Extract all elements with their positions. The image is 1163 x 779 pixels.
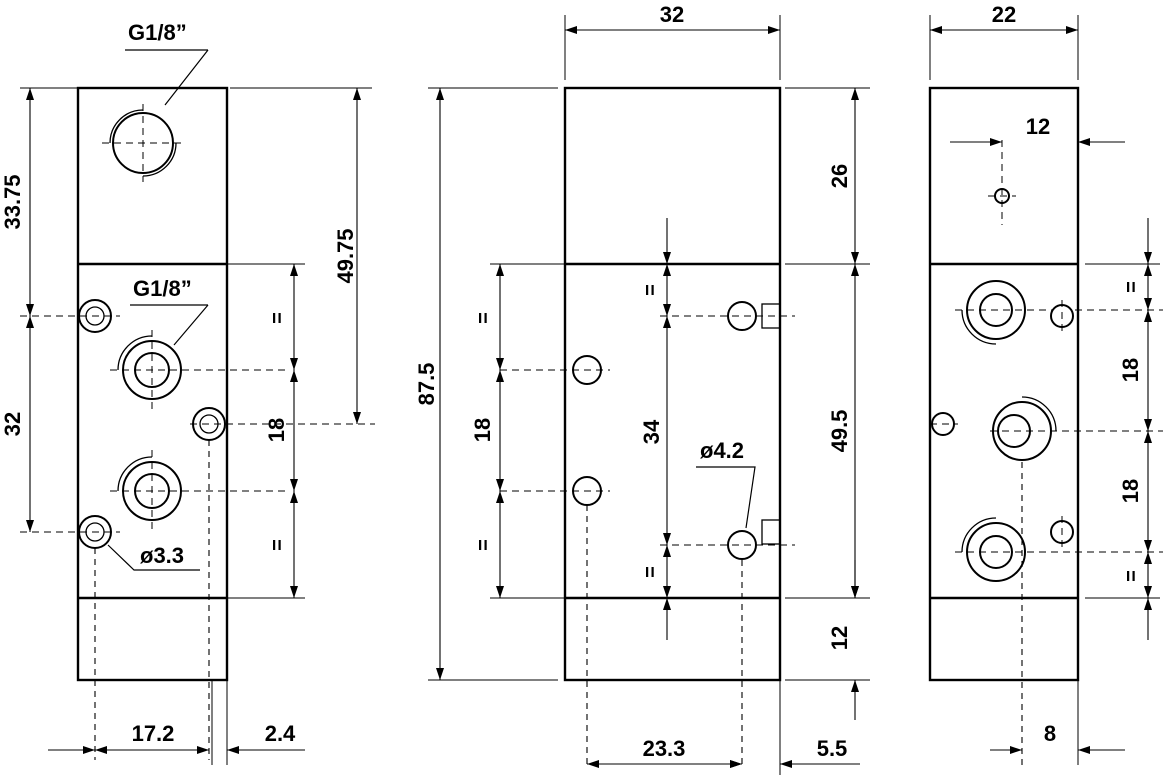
left-top-thread-label: G1/8” (128, 20, 187, 45)
right-small-hole-upper (1050, 300, 1074, 332)
right-dim-22: 22 (992, 2, 1016, 27)
right-eq-upper: = (1121, 281, 1143, 293)
left-dim-18: 18 (264, 418, 289, 442)
left-dim-32: 32 (0, 412, 25, 436)
right-small-hole-left (930, 412, 958, 436)
left-mid-port-lower (110, 450, 290, 530)
middle-dim-23-3: 23.3 (643, 736, 686, 761)
middle-right-hole-upper (660, 301, 795, 331)
left-eq-lower: = (267, 539, 289, 551)
left-dim-33-75: 33.75 (0, 174, 25, 229)
right-dim-18-upper: 18 (1118, 358, 1143, 382)
left-hole-dia-label: ø3.3 (140, 543, 184, 568)
middle-hole-dia-label: ø4.2 (700, 438, 744, 463)
middle-left-hole-lower (500, 476, 610, 506)
left-mid-port-upper (110, 330, 290, 410)
right-dim-12: 12 (1026, 114, 1050, 139)
middle-dim-12: 12 (827, 626, 852, 650)
left-mid-thread-leader (173, 304, 209, 346)
left-dim-49-75: 49.75 (333, 228, 358, 283)
middle-left-hole-upper (500, 355, 610, 385)
right-tiny-hole (988, 140, 1016, 225)
middle-hole-dia-leader (696, 466, 756, 529)
right-dim-18-lower: 18 (1118, 479, 1143, 503)
middle-dim-32: 32 (660, 2, 684, 27)
middle-dim-5-5: 5.5 (817, 736, 848, 761)
left-hole-dia-leader (107, 544, 200, 571)
right-port-mid (990, 396, 1163, 461)
middle-dim-87-5: 87.5 (414, 363, 439, 406)
middle-eq-right-upper: = (640, 284, 662, 296)
middle-dim-18: 18 (470, 418, 495, 442)
left-small-hole-right (190, 407, 375, 760)
right-small-hole-lower (1050, 516, 1074, 548)
left-top-port (102, 104, 186, 182)
right-port-upper (955, 280, 1163, 345)
right-eq-lower: = (1121, 570, 1143, 582)
right-view: 22 12 = 18 18 = 8 (928, 2, 1163, 765)
middle-dim-49-5: 49.5 (827, 410, 852, 453)
right-view-body (928, 86, 1080, 682)
middle-eq-right-lower: = (640, 566, 662, 578)
middle-right-hole-lower (660, 519, 795, 765)
middle-view: 32 87.5 = 18 = = 34 = ø4.2 (414, 2, 870, 775)
left-dim-17-2: 17.2 (132, 721, 175, 746)
middle-eq-left-upper: = (473, 312, 495, 324)
middle-view-body (563, 86, 782, 682)
right-port-lower (955, 517, 1163, 582)
left-small-hole-bottom (20, 515, 120, 760)
middle-dim-26: 26 (827, 164, 852, 188)
left-eq-upper: = (267, 312, 289, 324)
left-top-thread-leader (164, 49, 209, 106)
middle-dim-34: 34 (639, 419, 664, 444)
left-mid-thread-label: G1/8” (133, 276, 192, 301)
left-view-body (76, 86, 229, 682)
left-dim-2-4: 2.4 (265, 721, 296, 746)
left-small-hole-top (20, 299, 120, 333)
right-dim-8: 8 (1044, 721, 1056, 746)
left-view: G1/8” G1/8” 33.75 32 49.75 = 18 = ø3.3 (0, 20, 375, 765)
middle-eq-left-lower: = (473, 539, 495, 551)
